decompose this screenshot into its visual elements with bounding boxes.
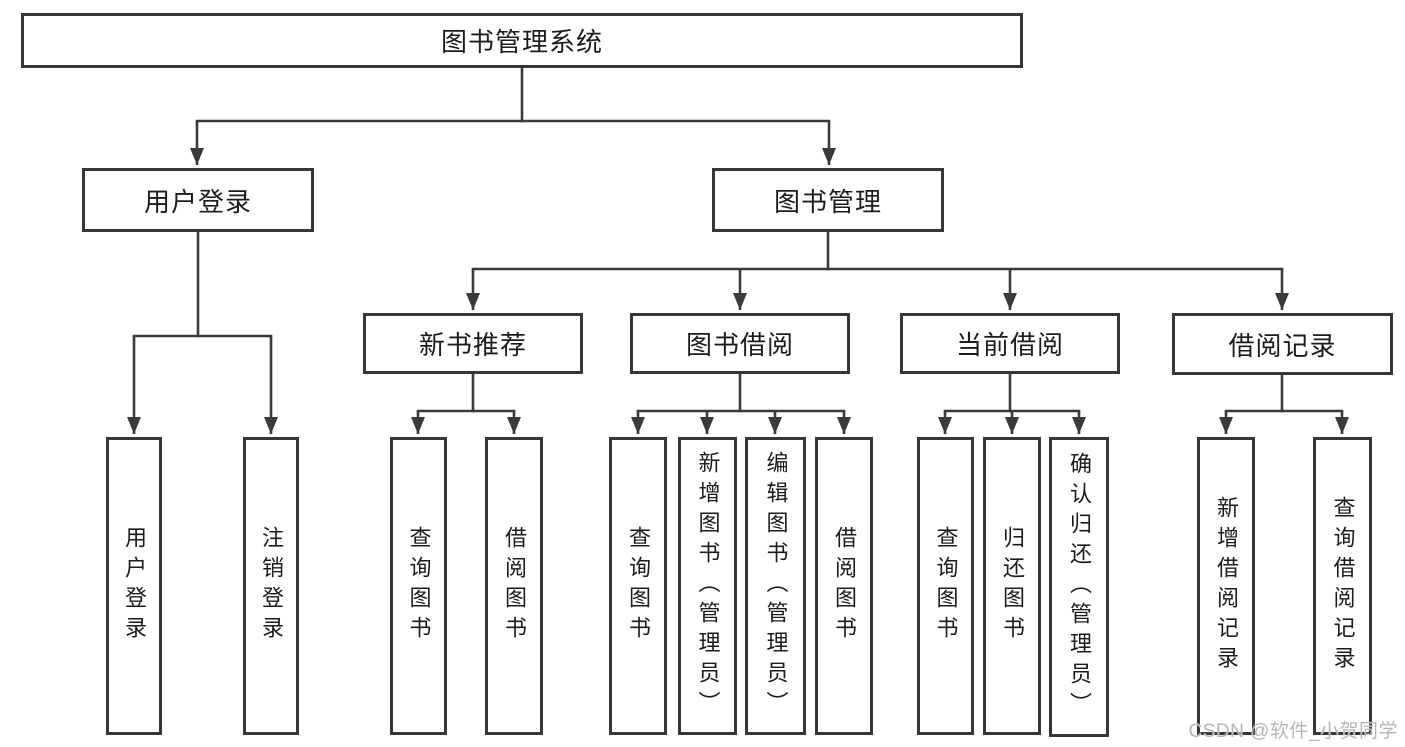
node-user-login: 用户登录 [82,168,314,232]
node-borrowing-records: 借阅记录 [1172,313,1393,375]
leaf-query-books-current: 查询图书 [917,437,974,735]
leaf-confirm-return-admin: 确认归还（管理员） [1049,437,1109,737]
leaf-add-borrow-record: 新增借阅记录 [1197,437,1255,735]
leaf-borrow-books: 借阅图书 [815,437,873,735]
leaf-query-books-recommend: 查询图书 [390,437,447,735]
leaf-add-books-admin: 新增图书（管理员） [678,437,737,735]
leaf-borrow-books-recommend: 借阅图书 [485,437,543,735]
csdn-watermark: CSDN @软件_小贺同学 [1188,721,1398,742]
leaf-edit-books-admin: 编辑图书（管理员） [745,437,806,735]
leaf-user-login: 用户登录 [106,437,162,735]
leaf-logout: 注销登录 [243,437,299,735]
leaf-query-books-borrow: 查询图书 [609,437,667,735]
node-book-management: 图书管理 [712,168,944,232]
leaf-query-borrow-record: 查询借阅记录 [1313,437,1372,735]
node-new-book-recommendation: 新书推荐 [363,313,583,374]
leaf-return-books: 归还图书 [983,437,1041,735]
node-book-borrowing: 图书借阅 [630,313,850,374]
node-current-borrowing: 当前借阅 [900,313,1120,374]
node-library-management-system: 图书管理系统 [21,13,1023,68]
